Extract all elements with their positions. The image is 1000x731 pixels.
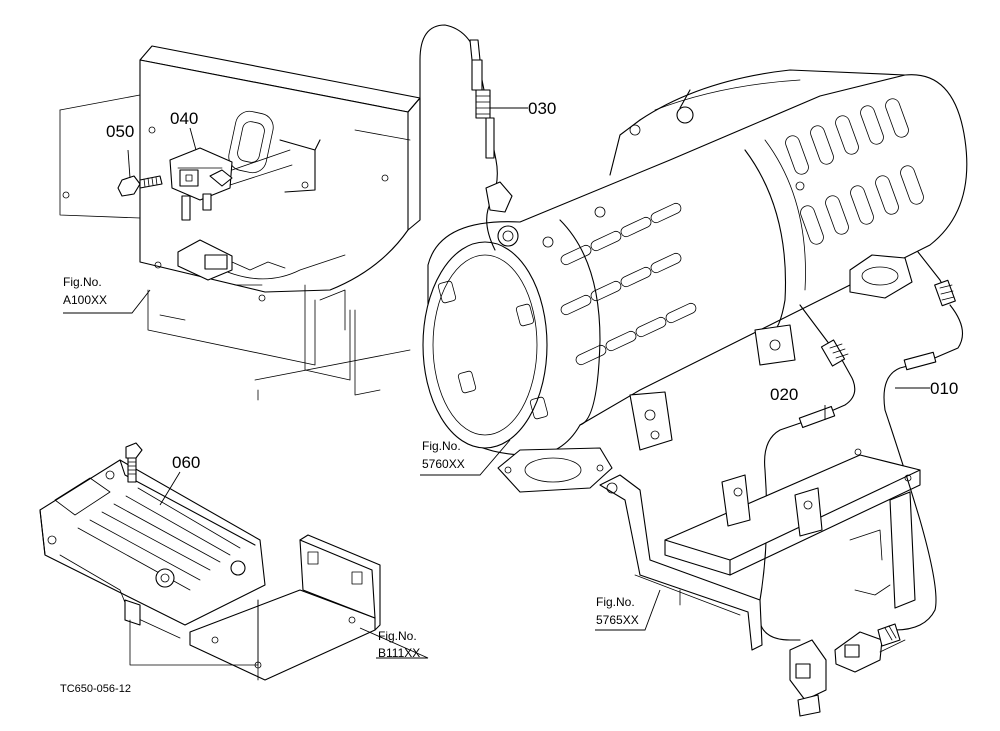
drawing-number: TC650-056-12: [60, 683, 131, 695]
part-labels: 050 040 030 020 010 060: [106, 99, 958, 472]
sensor-010: [883, 251, 964, 631]
ecu-bolt: [125, 442, 143, 483]
figref-b111-line2: B111XX: [378, 646, 420, 660]
figref-5760-line1: Fig.No.: [422, 439, 461, 453]
figref-5760-line2: 5760XX: [422, 457, 465, 471]
label-050: 050: [106, 122, 134, 141]
sensor-030: [419, 24, 513, 251]
figure-references: Fig.No. A100XX Fig.No. 5760XX Fig.No. 57…: [63, 275, 639, 660]
pressure-sensor-040: [169, 147, 293, 221]
dpf-muffler-assembly: [422, 69, 968, 493]
label-020: 020: [770, 385, 798, 404]
bracket-panel-assembly: [59, 45, 421, 401]
label-060: 060: [172, 453, 200, 472]
label-010: 010: [930, 379, 958, 398]
figref-b111-line1: Fig.No.: [378, 629, 417, 643]
support-bracket-5765: [599, 448, 921, 651]
controller-060: [39, 459, 266, 639]
label-040: 040: [170, 109, 198, 128]
bolt-050: [117, 175, 163, 197]
harness-connector: [177, 239, 286, 286]
figref-5765-line2: 5765XX: [596, 613, 639, 627]
figref-5765-line1: Fig.No.: [596, 595, 635, 609]
sensor-connectors: [789, 623, 906, 717]
figref-a100-line2: A100XX: [63, 293, 107, 307]
assembly-lines: [129, 599, 259, 681]
leader-lines: [63, 107, 930, 659]
label-030: 030: [528, 99, 556, 118]
figref-a100-line1: Fig.No.: [63, 275, 102, 289]
